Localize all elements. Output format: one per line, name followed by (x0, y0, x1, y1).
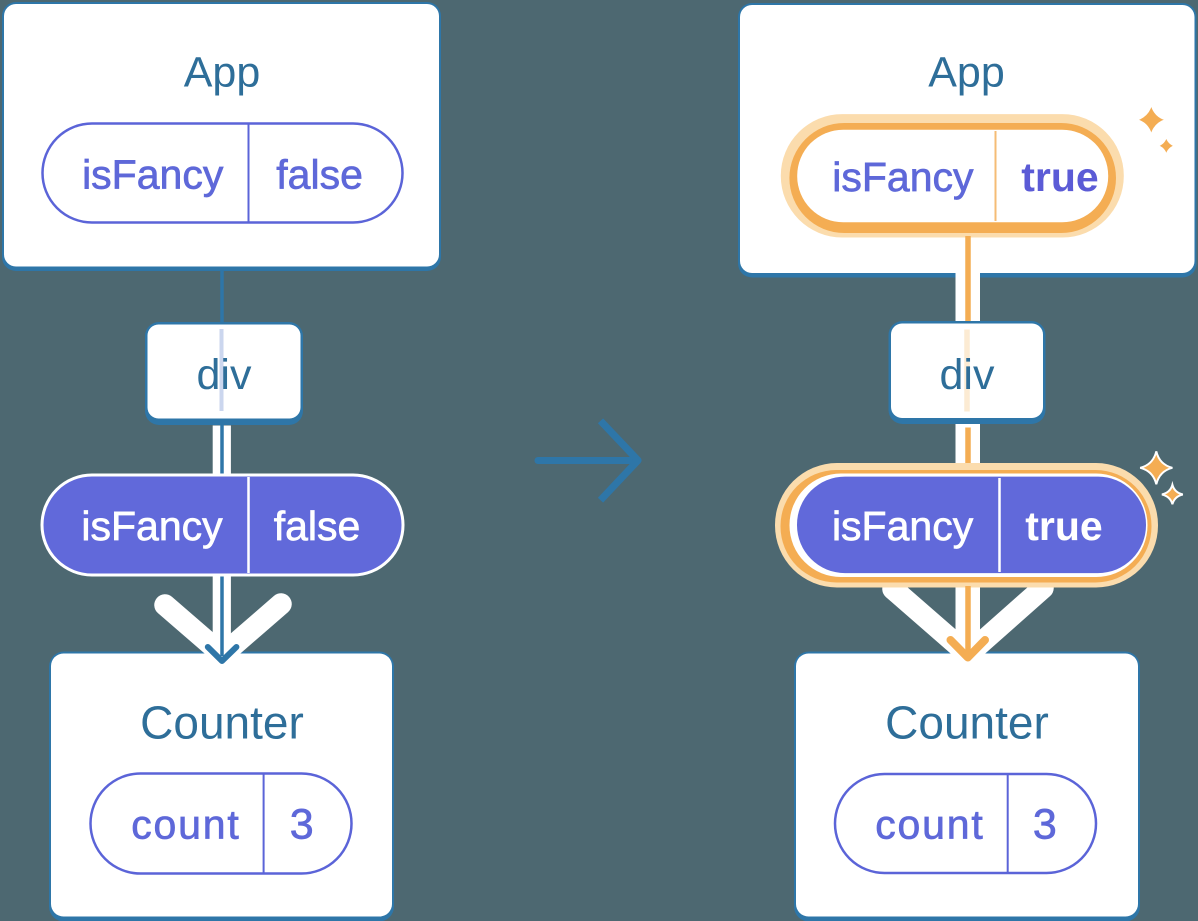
svg-text:count: count (131, 802, 240, 848)
svg-text:div: div (197, 351, 252, 399)
svg-text:isFancy: isFancy (832, 154, 974, 200)
svg-text:isFancy: isFancy (82, 152, 224, 198)
svg-text:App: App (184, 49, 261, 97)
svg-text:isFancy: isFancy (832, 503, 974, 549)
svg-text:Counter: Counter (885, 697, 1049, 749)
svg-text:true: true (1025, 503, 1102, 549)
svg-text:false: false (274, 503, 361, 549)
svg-text:Counter: Counter (140, 697, 304, 749)
svg-text:true: true (1021, 154, 1098, 200)
svg-text:3: 3 (290, 801, 314, 849)
svg-text:count: count (875, 802, 984, 848)
svg-text:isFancy: isFancy (81, 503, 223, 549)
svg-text:App: App (928, 49, 1005, 97)
svg-text:false: false (276, 152, 363, 198)
svg-text:3: 3 (1033, 801, 1057, 849)
svg-text:div: div (940, 351, 995, 399)
